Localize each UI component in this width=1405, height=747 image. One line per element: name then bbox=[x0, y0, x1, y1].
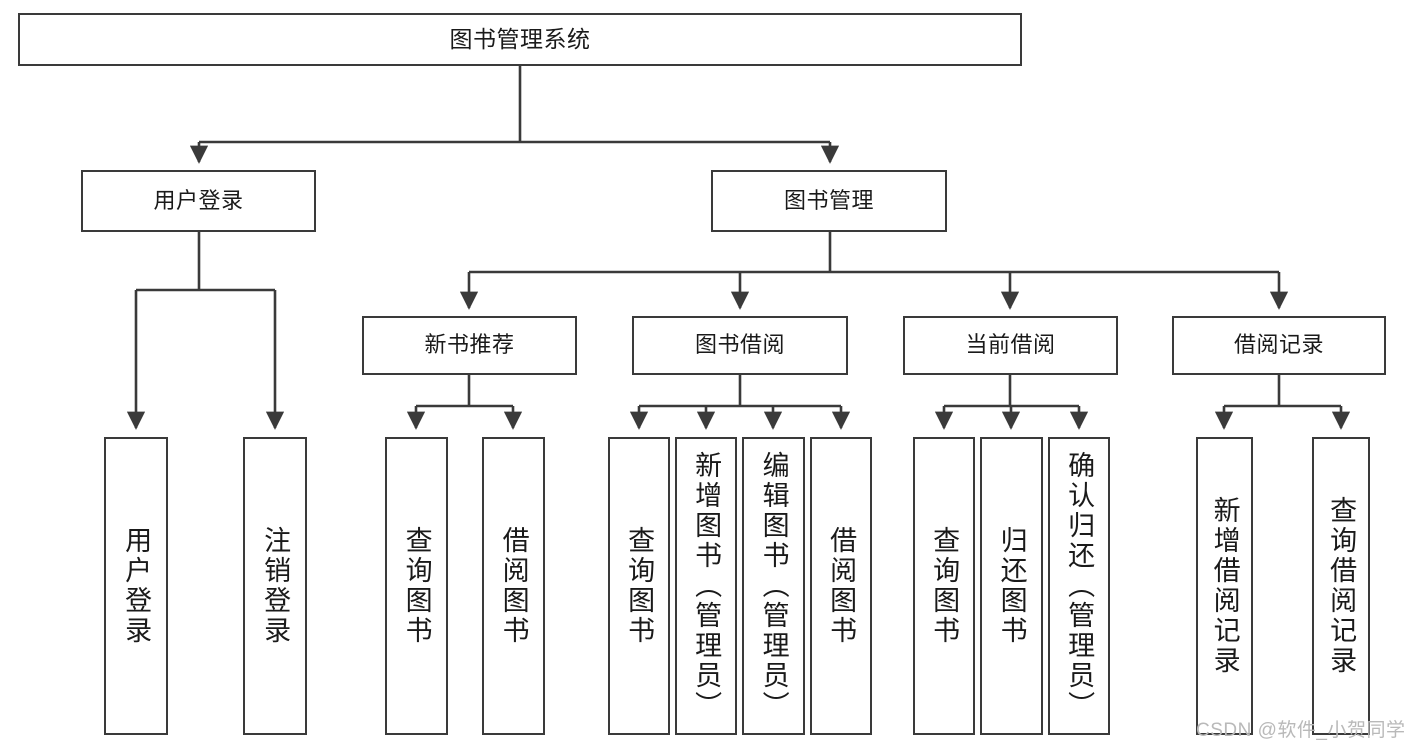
node-leaf-return-book-label: 归还图书 bbox=[996, 526, 1027, 646]
node-book-manage-label: 图书管理 bbox=[783, 187, 874, 213]
node-book-borrow-label: 图书借阅 bbox=[694, 332, 785, 358]
node-root-label: 图书管理系统 bbox=[449, 26, 591, 53]
node-leaf-add-record-label: 新增借阅记录 bbox=[1209, 496, 1240, 676]
node-leaf-user-login[interactable]: 用户登录 bbox=[104, 437, 168, 735]
node-leaf-add-book[interactable]: 新增图书（管理员） bbox=[675, 437, 737, 735]
node-leaf-add-book-label: 新增图书（管理员） bbox=[691, 451, 722, 721]
node-leaf-confirm-return-label: 确认归还（管理员） bbox=[1064, 451, 1095, 721]
node-leaf-edit-book[interactable]: 编辑图书（管理员） bbox=[742, 437, 805, 735]
node-leaf-query-record[interactable]: 查询借阅记录 bbox=[1312, 437, 1370, 735]
node-book-manage[interactable]: 图书管理 bbox=[711, 170, 947, 232]
node-leaf-query-book-2-label: 查询图书 bbox=[624, 526, 655, 646]
node-leaf-borrow-book-1[interactable]: 借阅图书 bbox=[482, 437, 545, 735]
node-user-login-label: 用户登录 bbox=[153, 187, 244, 213]
node-new-book-recommend-label: 新书推荐 bbox=[424, 332, 515, 358]
node-book-borrow[interactable]: 图书借阅 bbox=[632, 316, 848, 375]
node-leaf-confirm-return[interactable]: 确认归还（管理员） bbox=[1048, 437, 1110, 735]
node-leaf-query-book-3[interactable]: 查询图书 bbox=[913, 437, 975, 735]
node-leaf-return-book[interactable]: 归还图书 bbox=[980, 437, 1043, 735]
node-leaf-logout[interactable]: 注销登录 bbox=[243, 437, 307, 735]
node-leaf-query-book-1-label: 查询图书 bbox=[401, 526, 432, 646]
node-leaf-borrow-book-2-label: 借阅图书 bbox=[826, 526, 857, 646]
node-root[interactable]: 图书管理系统 bbox=[18, 13, 1022, 66]
csdn-watermark: CSDN @软件_小贺同学 bbox=[1196, 720, 1405, 741]
node-leaf-query-book-2[interactable]: 查询图书 bbox=[608, 437, 670, 735]
node-leaf-borrow-book-1-label: 借阅图书 bbox=[498, 526, 529, 646]
node-user-login[interactable]: 用户登录 bbox=[81, 170, 316, 232]
node-leaf-query-book-3-label: 查询图书 bbox=[929, 526, 960, 646]
node-current-borrow-label: 当前借阅 bbox=[965, 332, 1056, 358]
node-leaf-user-login-label: 用户登录 bbox=[121, 526, 152, 646]
node-leaf-edit-book-label: 编辑图书（管理员） bbox=[758, 451, 789, 721]
node-leaf-query-record-label: 查询借阅记录 bbox=[1326, 496, 1357, 676]
node-borrow-record[interactable]: 借阅记录 bbox=[1172, 316, 1386, 375]
node-leaf-add-record[interactable]: 新增借阅记录 bbox=[1196, 437, 1253, 735]
node-new-book-recommend[interactable]: 新书推荐 bbox=[362, 316, 577, 375]
node-leaf-query-book-1[interactable]: 查询图书 bbox=[385, 437, 448, 735]
node-leaf-borrow-book-2[interactable]: 借阅图书 bbox=[810, 437, 872, 735]
node-leaf-logout-label: 注销登录 bbox=[260, 526, 291, 646]
node-borrow-record-label: 借阅记录 bbox=[1233, 332, 1324, 358]
node-current-borrow[interactable]: 当前借阅 bbox=[903, 316, 1118, 375]
